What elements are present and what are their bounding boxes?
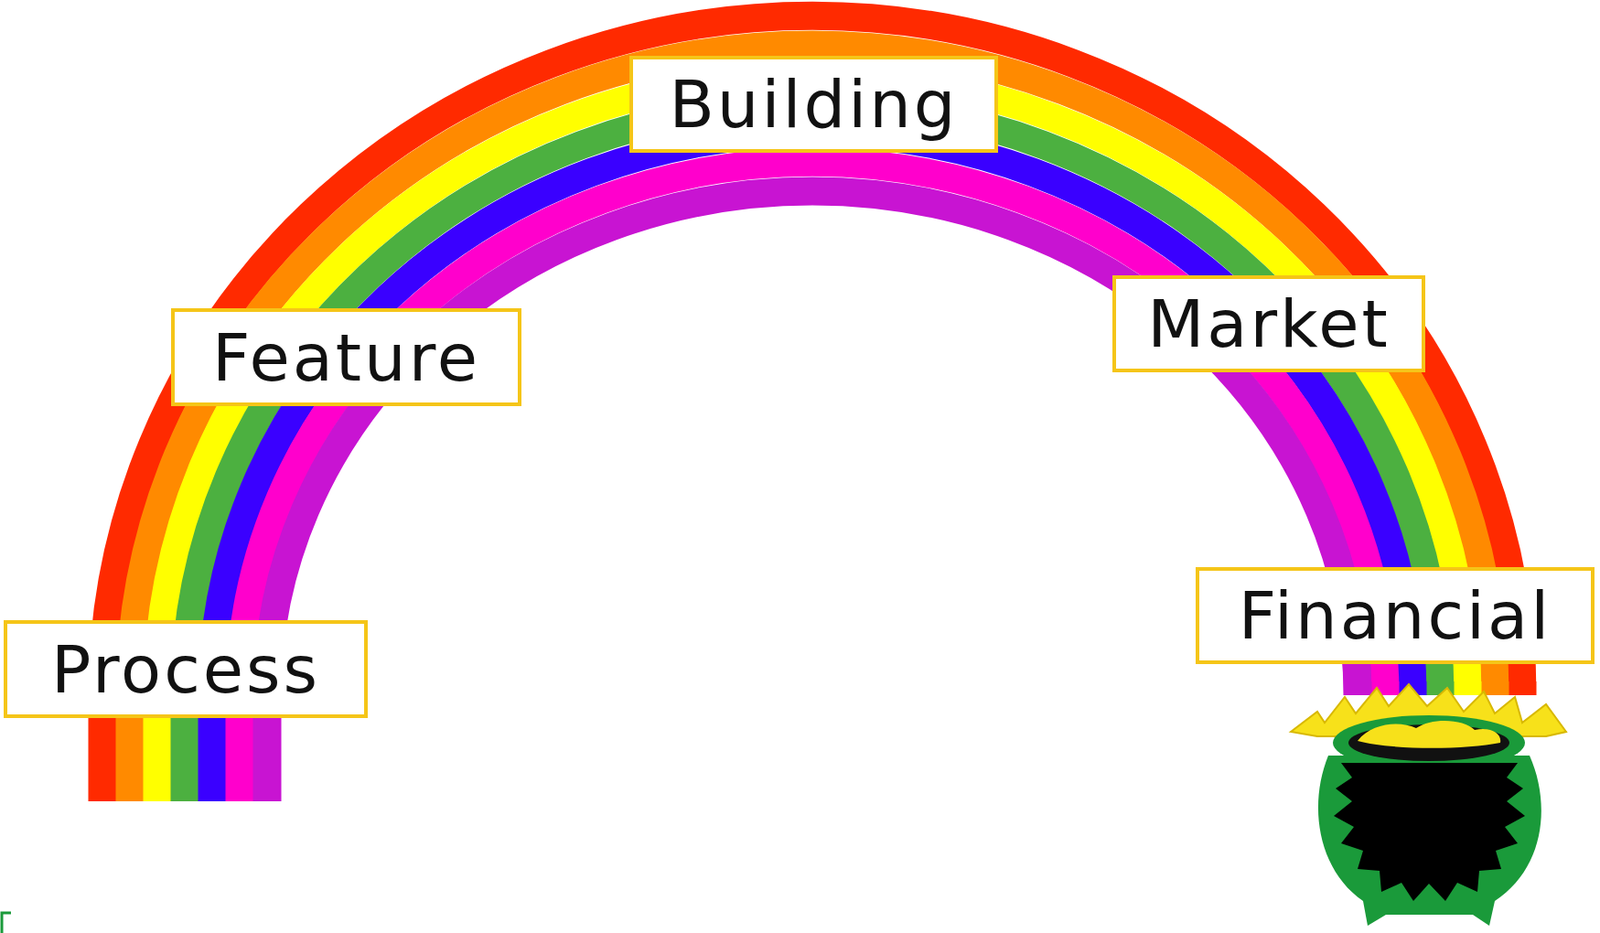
rainbow-band — [239, 161, 1386, 802]
corner-mark — [1, 912, 11, 933]
pot-shadow — [1333, 762, 1525, 902]
box-label: Feature — [212, 324, 481, 391]
gold-coins — [1357, 720, 1501, 749]
label-box: Market — [1112, 275, 1426, 373]
pot-body — [1318, 755, 1542, 926]
label-box: Feature — [171, 308, 522, 407]
box-label: Market — [1147, 290, 1391, 357]
pot-of-gold — [1290, 684, 1567, 926]
rainbow-band — [184, 103, 1440, 802]
label-box: Financial — [1195, 567, 1595, 665]
label-box: Building — [629, 55, 999, 153]
box-label: Process — [51, 636, 321, 703]
box-label: Financial — [1238, 582, 1552, 649]
label-box: Process — [3, 620, 368, 719]
box-label: Building — [668, 71, 958, 138]
rainbow-band — [212, 132, 1413, 802]
